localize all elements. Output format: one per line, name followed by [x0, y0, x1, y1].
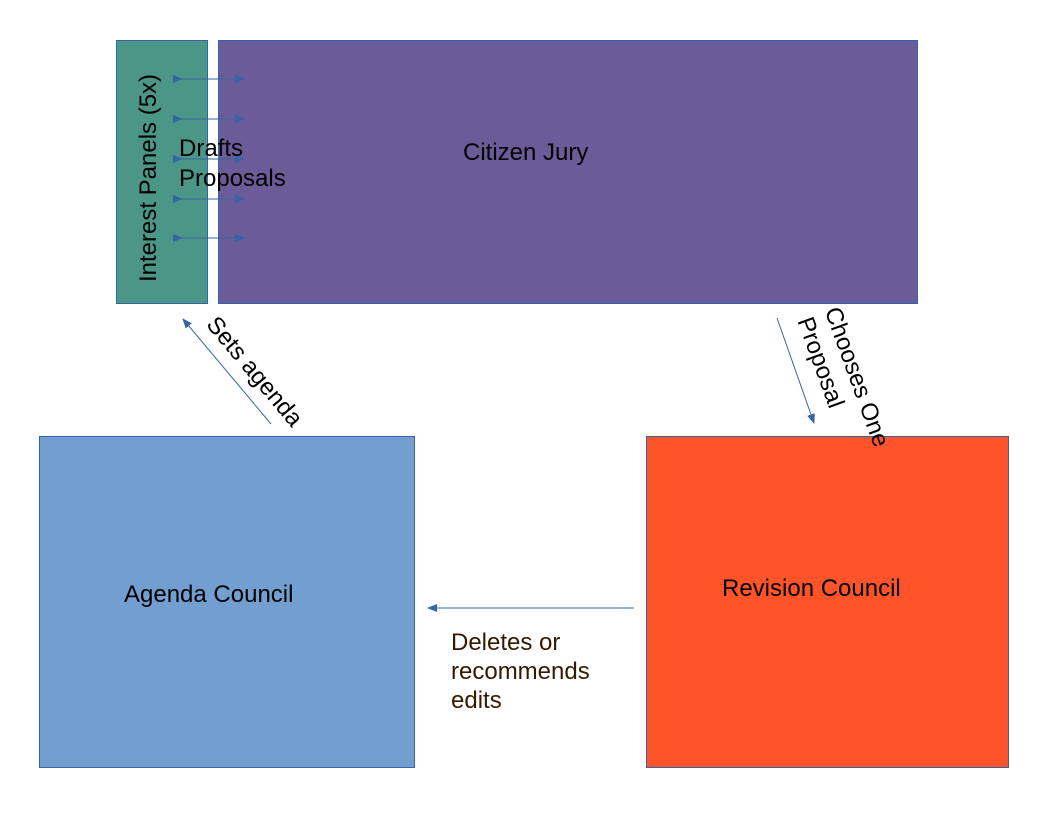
drafts-proposals-line2: Proposals [179, 165, 286, 192]
deletes-line3: edits [451, 687, 502, 714]
sets-agenda-label: Sets agenda [200, 311, 309, 432]
revision-council-label: Revision Council [722, 575, 901, 602]
deletes-line1: Deletes or [451, 629, 561, 656]
interest-panels-label: Interest Panels (5x) [135, 73, 162, 283]
agenda-council-label: Agenda Council [124, 581, 294, 608]
interest-panels-box [116, 40, 208, 304]
citizen-jury-label: Citizen Jury [463, 139, 589, 166]
citizen-jury-box [218, 40, 918, 304]
deletes-or-recommends-label: Deletes or recommends edits [451, 628, 590, 715]
deletes-line2: recommends [451, 658, 590, 685]
drafts-proposals-label: Drafts Proposals [179, 134, 286, 194]
revision-council-box [646, 436, 1009, 768]
drafts-proposals-line1: Drafts [179, 135, 244, 162]
agenda-council-box [39, 436, 415, 768]
